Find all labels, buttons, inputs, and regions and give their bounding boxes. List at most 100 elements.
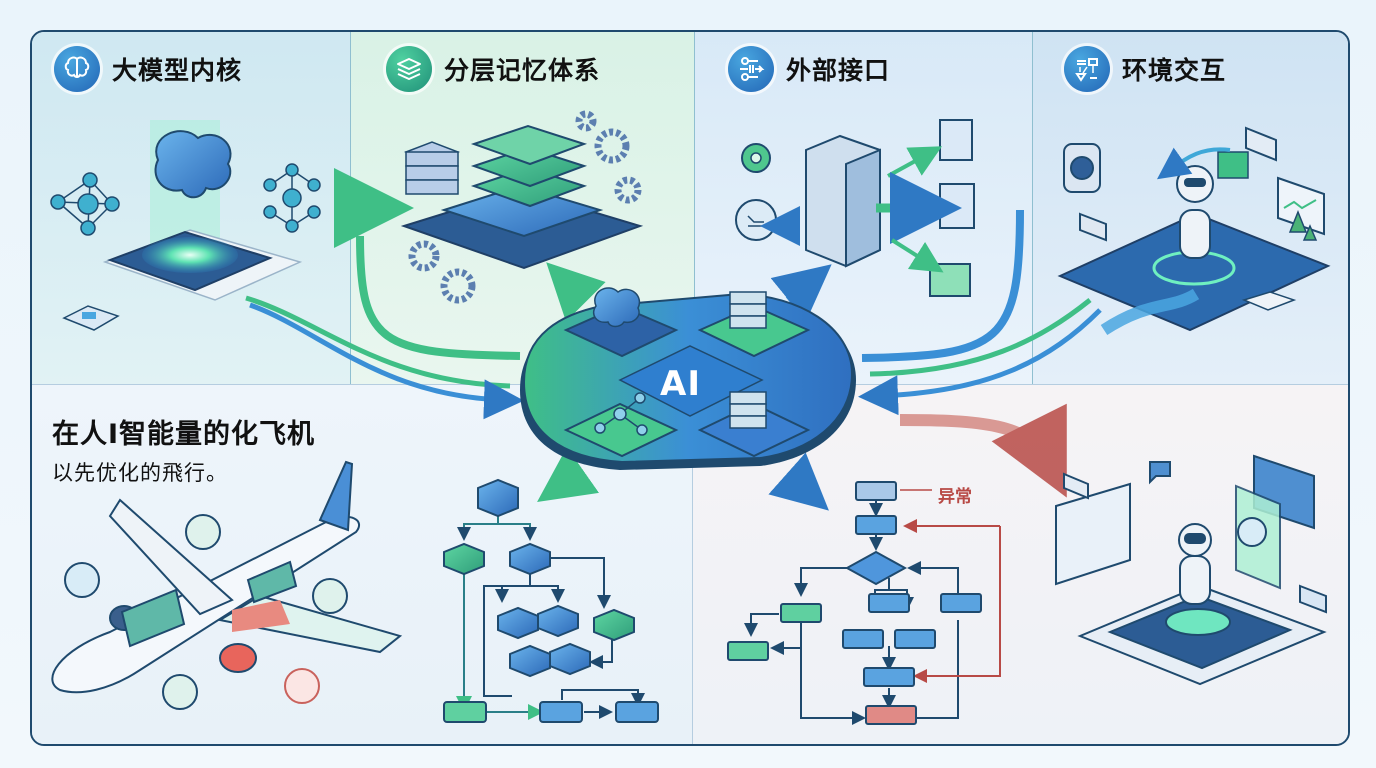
hub-connections	[245, 209, 1102, 511]
hub-server-icon	[729, 291, 767, 329]
flow-node	[443, 542, 485, 576]
neural-network-right	[263, 163, 321, 233]
flow-node	[615, 701, 659, 723]
flow-step	[855, 481, 897, 501]
brain-icon	[54, 46, 100, 92]
core-illustration	[50, 120, 321, 331]
component-callouts	[64, 514, 348, 710]
airplane-wing-left	[108, 498, 234, 616]
sensor-icon	[1064, 46, 1110, 92]
header-core: 大模型内核	[54, 46, 242, 92]
flow-node	[539, 701, 583, 723]
link-environment-hub	[869, 298, 1092, 377]
flow-node	[497, 606, 539, 640]
flow-step	[940, 593, 982, 613]
caption-title: 在人I智能量的化飞机	[52, 419, 316, 450]
data-stream	[1100, 288, 1200, 336]
ai-hub	[520, 287, 856, 470]
brain-illustration	[154, 130, 232, 199]
flow-node	[549, 642, 591, 676]
hub-brain-icon	[592, 287, 641, 328]
data-panel	[1217, 151, 1249, 179]
chat-bubble-icon	[1149, 461, 1171, 485]
package-icon	[929, 263, 971, 297]
panel-title: 大模型内核	[112, 56, 243, 85]
flowchart-right	[727, 481, 1001, 725]
hub-molecule-icon	[594, 392, 648, 436]
connector-icon	[728, 46, 774, 92]
flow-node	[477, 478, 519, 518]
layers-callout-icon	[312, 578, 348, 614]
settings-document-icon	[939, 183, 975, 229]
chip-screen	[82, 312, 96, 319]
anomaly-loop-lower	[913, 526, 1001, 683]
header-environment: 环境交互	[1064, 46, 1226, 92]
mail-icon	[1299, 584, 1327, 614]
flow-step	[780, 603, 822, 623]
magnifier-icon	[1237, 517, 1267, 547]
flow-step	[894, 629, 936, 649]
airplane-illustration	[51, 460, 403, 710]
monitor-robot	[1178, 523, 1212, 605]
link-interface-hub	[861, 209, 1024, 362]
sensor-camera	[1079, 212, 1107, 242]
flow-decision	[844, 550, 908, 586]
panel-title: 分层记忆体系	[444, 56, 601, 85]
chart-monitor	[1277, 176, 1325, 236]
airplane-tail	[318, 460, 354, 532]
environment-illustration	[1057, 126, 1331, 336]
gear-icons	[408, 110, 642, 304]
flowchart-left	[443, 478, 659, 723]
header-interface: 外部接口	[728, 46, 890, 92]
turbine-icon	[162, 674, 198, 710]
security-camera	[1245, 126, 1277, 162]
storage-stack	[403, 141, 461, 195]
anomaly-label: 异常	[938, 487, 972, 507]
caption-subtitle: 以先优化的飛行。	[52, 461, 228, 485]
interface-illustration	[735, 119, 975, 297]
caption: 在人I智能量的化飞机 以先优化的飛行。	[52, 412, 315, 487]
dashboard-panel	[1055, 482, 1131, 586]
engine-cutaway	[120, 588, 186, 648]
flow-step	[868, 593, 910, 613]
cargo-cutaway	[246, 560, 298, 604]
tree-icon	[1288, 209, 1318, 241]
hub-label: AI	[660, 364, 701, 404]
wrench-icon	[185, 514, 221, 550]
flow-step	[842, 629, 884, 649]
flow-node	[537, 604, 579, 638]
flow-step	[863, 667, 915, 687]
flow-node	[593, 608, 635, 642]
panel-title: 外部接口	[786, 56, 891, 85]
wing-highlight	[232, 600, 290, 632]
hub-center	[618, 345, 764, 417]
header-memory: 分层记忆体系	[386, 46, 600, 92]
flow-step-error	[865, 705, 917, 725]
flow-step	[727, 641, 769, 661]
core-glow	[142, 237, 238, 273]
neural-network-left	[50, 172, 120, 236]
flow-node	[509, 644, 551, 678]
hub-database-icon	[729, 391, 767, 429]
link-memory-hub	[356, 235, 521, 360]
fan-icon	[284, 668, 320, 704]
flow-node	[509, 542, 551, 576]
memory-illustration	[334, 110, 644, 304]
flow-step	[855, 515, 897, 535]
sensor-box	[1241, 291, 1297, 311]
robot-figure	[1176, 165, 1214, 259]
panel-title: 环境交互	[1122, 56, 1227, 85]
hub-module-network	[563, 402, 679, 458]
monitoring-illustration	[1055, 454, 1327, 686]
layers-icon	[386, 46, 432, 92]
signal-node	[735, 199, 777, 241]
monitor-camera	[1063, 472, 1089, 500]
document-icon	[939, 119, 973, 161]
engine-part-icon	[64, 562, 100, 598]
memory-layer-top	[470, 124, 588, 166]
anomaly-arrow	[899, 403, 1067, 498]
link-core-hub	[245, 295, 511, 389]
flow-node	[443, 701, 487, 723]
airplane-engine-right	[219, 643, 257, 673]
